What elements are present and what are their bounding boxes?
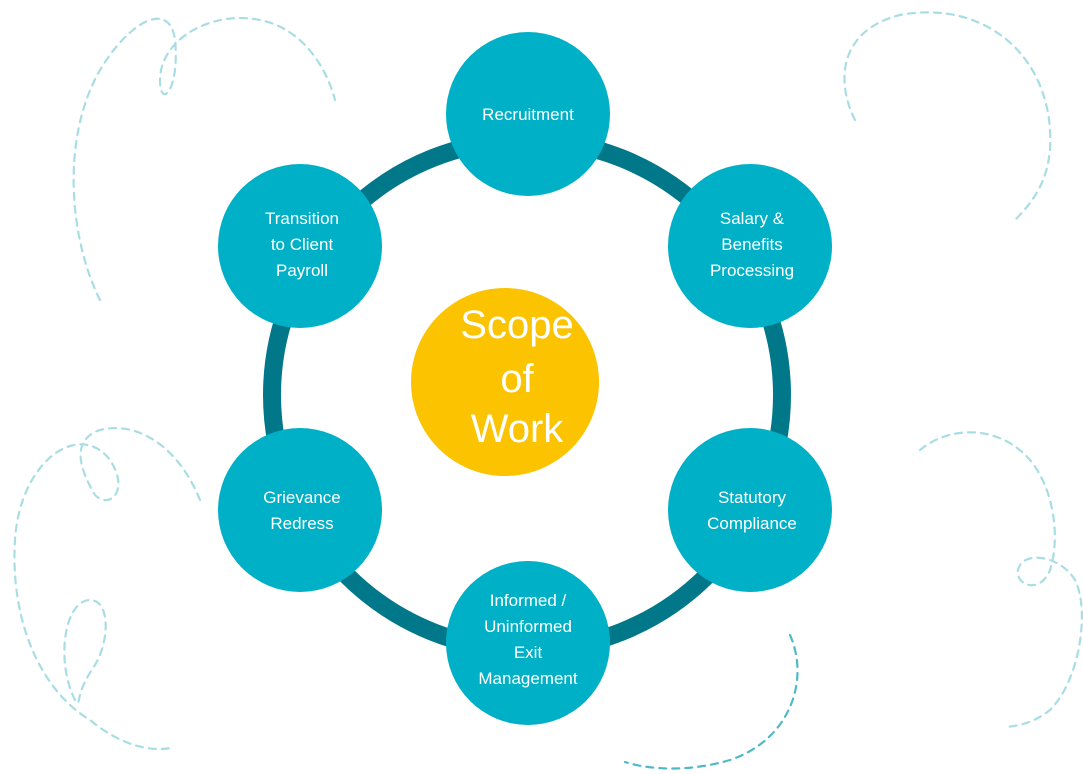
node-grievance-label-line-2: Redress: [270, 514, 333, 533]
center-label-line-1: Scope: [460, 303, 573, 347]
node-exit-label-line-3: Exit: [514, 643, 543, 662]
node-salary-benefits-processing: Salary & Benefits Processing: [668, 164, 832, 328]
node-salary-label-line-3: Processing: [710, 261, 794, 280]
doodle-right: [918, 431, 1083, 729]
doodle-left: [13, 427, 202, 751]
doodle-top-right: [843, 11, 1052, 222]
node-recruitment-label: Recruitment: [482, 105, 574, 124]
node-recruitment: Recruitment: [446, 32, 610, 196]
node-exit-label-line-4: Management: [478, 669, 578, 688]
center-label-line-3: Work: [471, 407, 565, 451]
node-exit-label-line-2: Uninformed: [484, 617, 572, 636]
center-label-line-2: of: [500, 357, 534, 401]
node-transition-label-line-2: to Client: [271, 235, 334, 254]
node-salary-label-line-2: Benefits: [721, 235, 782, 254]
center-circle: Scope of Work: [411, 288, 599, 476]
doodle-top-left: [72, 17, 337, 302]
doodle-bottom: [623, 633, 799, 770]
node-grievance-label-line-1: Grievance: [263, 488, 340, 507]
node-statutory-compliance: Statutory Compliance: [668, 428, 832, 592]
node-transition-client-payroll: Transition to Client Payroll: [218, 164, 382, 328]
node-salary-label-line-1: Salary &: [720, 209, 785, 228]
node-grievance-redress: Grievance Redress: [218, 428, 382, 592]
decorative-doodles: [13, 11, 1083, 770]
doodle-left-loop: [63, 598, 107, 707]
node-statutory-label-line-1: Statutory: [718, 488, 787, 507]
node-exit-label-line-1: Informed /: [490, 591, 567, 610]
node-exit-management: Informed / Uninformed Exit Management: [446, 561, 610, 725]
node-statutory-label-line-2: Compliance: [707, 514, 797, 533]
node-transition-label-line-3: Payroll: [276, 261, 328, 280]
node-transition-label-line-1: Transition: [265, 209, 339, 228]
